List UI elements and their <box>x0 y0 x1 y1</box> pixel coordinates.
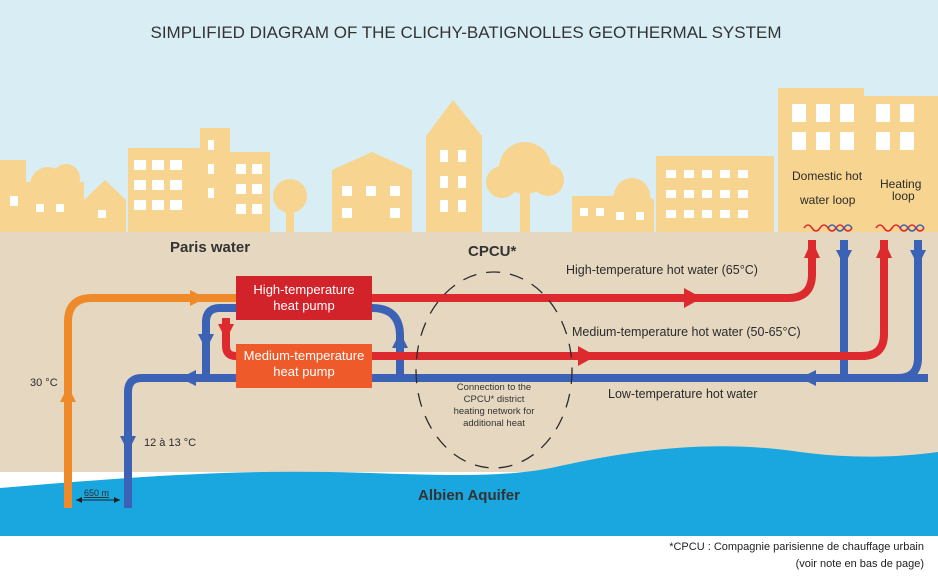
aquifer-water <box>0 446 938 536</box>
diagram-title: SIMPLIFIED DIAGRAM OF THE CLICHY-BATIGNO… <box>150 23 781 42</box>
footer-area <box>0 536 938 576</box>
temp-30-label: 30 °C <box>30 377 58 389</box>
blue-arrows <box>120 250 926 452</box>
cpcu-connection-circle <box>415 271 573 469</box>
red-pipes <box>222 240 888 360</box>
medium-pump-label-2: heat pump <box>273 364 334 379</box>
high-temp-water-label: High-temperature hot water (65°C) <box>566 263 758 277</box>
connection-label-4: additional heat <box>463 418 525 429</box>
heating-loop-label-1: Heating <box>880 177 921 191</box>
high-pump-label-2: heat pump <box>273 298 334 313</box>
orange-arrows <box>60 290 206 402</box>
connection-label-3: heating network for <box>454 406 535 417</box>
low-temp-water-label: Low-temperature hot water <box>608 387 757 401</box>
red-arrows <box>218 240 892 366</box>
medium-pump-label-1: Medium-temperature <box>244 348 365 363</box>
connection-label-1: Connection to the <box>457 382 531 393</box>
medium-temperature-heat-pump <box>236 344 372 388</box>
cpcu-label: CPCU* <box>468 243 517 260</box>
distance-marker <box>76 497 120 503</box>
footnote-line-1: *CPCU : Compagnie parisienne de chauffag… <box>669 541 924 553</box>
skyline-windows <box>10 104 914 220</box>
heating-loop-label-2: loop <box>892 189 915 203</box>
albien-aquifer-label: Albien Aquifer <box>418 487 520 504</box>
connection-label-2: CPCU* district <box>464 394 525 405</box>
paris-water-label: Paris water <box>170 239 250 256</box>
heating-coil-blue <box>899 224 925 232</box>
medium-temp-water-label: Medium-temperature hot water (50-65°C) <box>572 325 801 339</box>
high-temperature-heat-pump <box>236 276 372 320</box>
city-skyline <box>0 88 938 232</box>
footnote-line-2: (voir note en bas de page) <box>796 558 924 570</box>
domestic-hot-label-2: water loop <box>799 193 856 207</box>
orange-pipe <box>64 294 236 508</box>
distance-label: 650 m <box>84 488 109 498</box>
domestic-hot-label-1: Domestic hot <box>792 169 863 183</box>
high-pump-label-1: High-temperature <box>253 282 354 297</box>
temp-12-13-label: 12 à 13 °C <box>144 437 196 449</box>
domestic-coil-blue <box>827 224 853 232</box>
